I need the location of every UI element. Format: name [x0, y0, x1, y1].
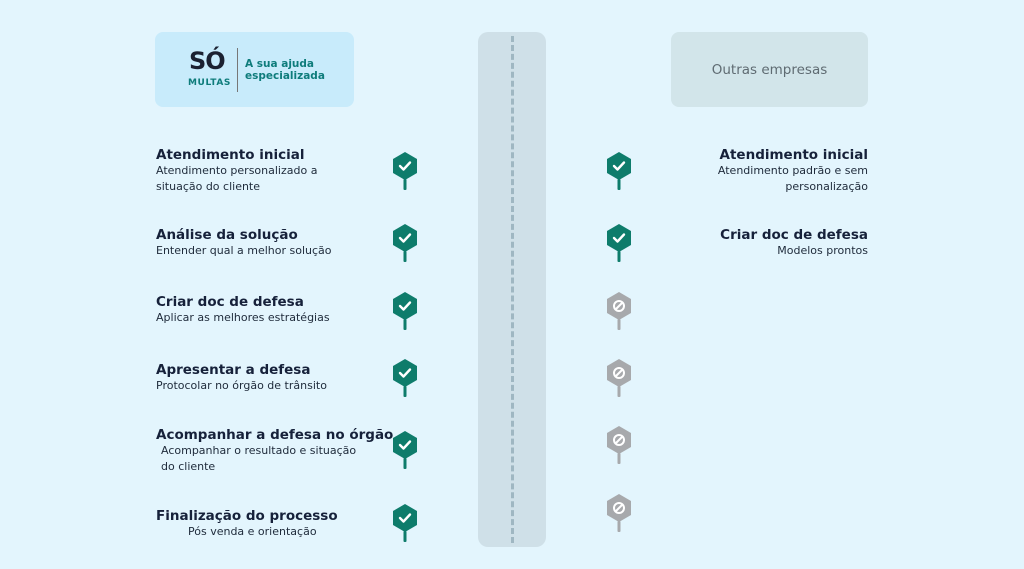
right-status-6 [604, 492, 634, 534]
logo-subtext: MULTAS [188, 77, 231, 88]
dashed-line [511, 36, 514, 543]
left-item-desc: Atendimento personalizado a [156, 164, 318, 177]
tagline-line-2: especializada [245, 69, 325, 82]
right-status-3 [604, 290, 634, 332]
check-icon [393, 431, 417, 469]
check-icon [393, 152, 417, 190]
right-item-title: Criar doc de defesa [720, 227, 868, 243]
right-item-desc: Modelos prontos [777, 244, 868, 257]
check-icon [393, 504, 417, 542]
left-item-5: Acompanhar a defesa no órgão Acompanhar … [156, 427, 394, 475]
right-item-desc: personalização [785, 180, 868, 193]
left-item-desc: situação do cliente [156, 180, 261, 193]
competitor-card: Outras empresas [671, 32, 868, 107]
check-icon [393, 292, 417, 330]
left-status-5 [390, 429, 420, 471]
left-item-title: Finalização do processo [156, 508, 338, 524]
left-item-desc: Protocolar no órgão de trânsito [156, 379, 327, 392]
left-item-title: Criar doc de defesa [156, 294, 304, 310]
blocked-icon [607, 292, 631, 330]
competitor-label: Outras empresas [711, 61, 828, 78]
left-item-desc: Entender qual a melhor solução [156, 244, 332, 257]
left-item-desc: Acompanhar o resultado e situação [161, 444, 357, 457]
left-item-4: Apresentar a defesa Protocolar no órgão … [156, 362, 386, 394]
left-item-desc: do cliente [161, 460, 216, 473]
left-status-4 [390, 357, 420, 399]
tagline-line-1: A sua ajuda [245, 57, 315, 70]
right-item-2: Criar doc de defesa Modelos prontos [638, 227, 868, 259]
left-item-title: Análise da solução [156, 227, 298, 243]
check-icon [607, 152, 631, 190]
right-status-1 [604, 150, 634, 192]
left-item-2: Análise da solução Entender qual a melho… [156, 227, 386, 259]
left-status-1 [390, 150, 420, 192]
left-status-3 [390, 290, 420, 332]
right-item-title: Atendimento inicial [719, 147, 868, 163]
right-item-desc: Atendimento padrão e sem [717, 164, 868, 177]
brand-logo: SÓ MULTAS [187, 47, 233, 93]
check-icon [607, 224, 631, 262]
left-item-3: Criar doc de defesa Aplicar as melhores … [156, 294, 386, 326]
left-item-desc: Aplicar as melhores estratégias [156, 311, 330, 324]
right-item-1: Atendimento inicial Atendimento padrão e… [638, 147, 868, 195]
right-status-4 [604, 357, 634, 399]
left-status-6 [390, 502, 420, 544]
brand-tagline: A sua ajuda especializada [245, 58, 325, 82]
blocked-icon [607, 494, 631, 532]
center-divider [478, 32, 546, 547]
blocked-icon [607, 426, 631, 464]
left-item-desc: Pós venda e orientação [188, 525, 317, 538]
brand-logo-card: SÓ MULTAS A sua ajuda especializada [155, 32, 354, 107]
check-icon [393, 359, 417, 397]
left-item-title: Apresentar a defesa [156, 362, 311, 378]
left-item-title: Atendimento inicial [156, 147, 305, 163]
blocked-icon [607, 359, 631, 397]
logo-text: SÓ [189, 46, 226, 75]
left-item-1: Atendimento inicial Atendimento personal… [156, 147, 386, 195]
left-item-6: Finalização do processo Pós venda e orie… [156, 508, 386, 540]
check-icon [393, 224, 417, 262]
right-status-2 [604, 222, 634, 264]
right-status-5 [604, 424, 634, 466]
left-status-2 [390, 222, 420, 264]
logo-divider [237, 47, 238, 92]
left-item-title: Acompanhar a defesa no órgão [156, 427, 394, 443]
